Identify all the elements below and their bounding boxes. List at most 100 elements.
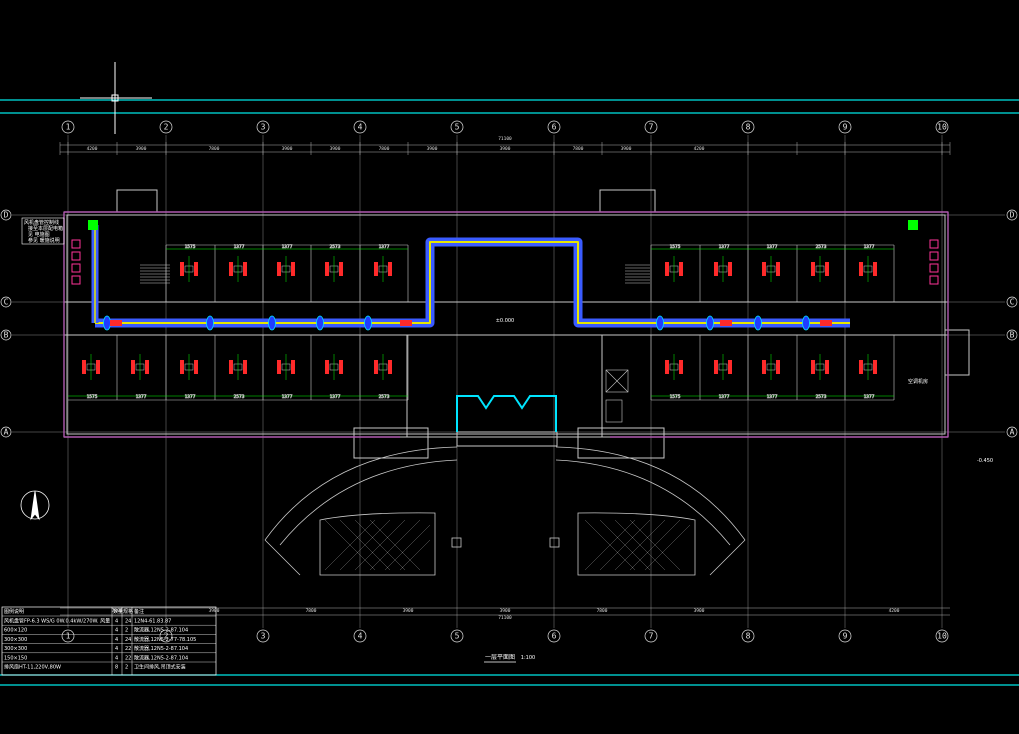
supply-duct <box>91 225 850 328</box>
svg-text:9: 9 <box>843 123 848 132</box>
fan-coil-unit <box>277 256 295 282</box>
svg-text:5: 5 <box>455 632 460 641</box>
fan-coil-unit <box>811 354 829 380</box>
axis-bubble-5-bottom: 5 <box>450 629 464 643</box>
svg-text:7: 7 <box>649 632 654 641</box>
dim-total-top: 71100 <box>498 136 512 142</box>
room-dim: 1377 <box>330 394 341 400</box>
room-dim: 2573 <box>330 244 341 250</box>
legend-cell: 2 <box>125 628 128 634</box>
fan-coil-unit <box>325 256 343 282</box>
dim-bottom: 3900 <box>500 608 511 614</box>
room-dim: 1377 <box>185 394 196 400</box>
fan-coil-unit <box>811 256 829 282</box>
duct-valve <box>364 315 372 331</box>
legend-cell: 风机盘管FP-6.3 WS/G 0W.0.4kW/270W. 风量 <box>4 618 110 625</box>
axis-bubble-10-bottom: 10 <box>935 629 949 643</box>
fan-coil-unit <box>859 354 877 380</box>
legend-cell: 4 <box>115 628 118 634</box>
svg-text:1: 1 <box>66 632 71 641</box>
room-dim: 2573 <box>816 244 827 250</box>
room-dim: 1377 <box>379 244 390 250</box>
dim-top: 3900 <box>427 146 438 152</box>
plaza-planter-hatch <box>324 519 691 571</box>
partition-walls <box>63 211 949 438</box>
note-line-2: 接至本层配电箱 <box>28 225 63 232</box>
svg-text:4: 4 <box>358 632 363 641</box>
fan-coil-unit <box>180 354 198 380</box>
svg-text:8: 8 <box>746 123 751 132</box>
room-dim: 1377 <box>719 394 730 400</box>
legend-header-name: 图例说明 <box>4 608 24 615</box>
elevator-shaft <box>605 369 629 423</box>
duct-valve <box>754 315 762 331</box>
axis-bubble-B-right: B <box>1006 329 1018 341</box>
duct-valves <box>103 315 810 331</box>
dim-top: 7800 <box>379 146 390 152</box>
legend-cell: 4 <box>115 619 118 625</box>
svg-text:D: D <box>1010 211 1015 220</box>
axis-bubble-3-top: 3 <box>256 120 270 134</box>
legend-cell: 12N4-61.83.87 <box>134 619 171 625</box>
legend-cell: 散流器,12N5-2-87.104 <box>134 645 188 652</box>
note-line-1: 风机盘管控制线 <box>24 219 59 226</box>
room-dim: 2573 <box>379 394 390 400</box>
axis-bubble-A-left: A <box>0 426 12 438</box>
axis-bubble-D-right: D <box>1006 209 1018 221</box>
axis-bubble-7-top: 7 <box>644 120 658 134</box>
svg-text:D: D <box>4 211 9 220</box>
room-dim: 2573 <box>234 394 245 400</box>
svg-text:C: C <box>4 298 9 307</box>
front-plaza <box>264 446 746 576</box>
legend-cell: 散流器,12N5-2-77-78.105 <box>134 636 196 643</box>
fan-coil-unit <box>325 354 343 380</box>
axis-bubble-8-bottom: 8 <box>741 629 755 643</box>
note-line-3: 见 电施图 <box>28 231 50 238</box>
axis-bubble-4-top: 4 <box>353 120 367 134</box>
dim-bottom: 7800 <box>597 608 608 614</box>
svg-text:7: 7 <box>649 123 654 132</box>
fan-coil-unit <box>762 354 780 380</box>
duct-valve <box>206 315 214 331</box>
svg-text:10: 10 <box>937 632 947 641</box>
fan-coil-unit <box>665 256 683 282</box>
main-entrance <box>456 395 557 432</box>
fan-coil-unit <box>665 354 683 380</box>
svg-text:5: 5 <box>455 123 460 132</box>
toilet-right <box>929 239 939 285</box>
dim-top: 3900 <box>330 146 341 152</box>
duct-dampers <box>110 320 832 326</box>
svg-text:6: 6 <box>552 632 557 641</box>
dim-bottom: 3900 <box>694 608 705 614</box>
axis-bubble-10-top: 10 <box>935 120 949 134</box>
equipment-room-label: 空调机房 <box>908 378 928 385</box>
fan-coil-unit <box>131 354 149 380</box>
north-arrow-icon <box>20 490 50 521</box>
axis-bubble-4-bottom: 4 <box>353 629 367 643</box>
room-dim: 1377 <box>767 394 778 400</box>
duct-valve <box>268 315 276 331</box>
axis-bubble-A-right: A <box>1006 426 1018 438</box>
fan-coil-unit <box>180 256 198 282</box>
fan-coil-unit <box>229 354 247 380</box>
room-dim: 1377 <box>234 244 245 250</box>
crosshair-cursor-icon <box>80 62 152 134</box>
svg-text:C: C <box>1010 298 1015 307</box>
axis-bubble-9-top: 9 <box>838 120 852 134</box>
toilet-left <box>71 239 81 285</box>
stairs-right <box>625 264 650 284</box>
dim-bottom: 4200 <box>889 608 900 614</box>
axis-bubble-7-bottom: 7 <box>644 629 658 643</box>
axis-bubble-2-bottom: 2 <box>159 629 173 643</box>
legend-cell: 24 <box>125 619 131 625</box>
svg-text:10: 10 <box>937 123 947 132</box>
room-dim: 1377 <box>864 394 875 400</box>
fan-coil-unit <box>762 256 780 282</box>
legend-cell: 22 <box>125 646 131 652</box>
dim-top: 4200 <box>87 146 98 152</box>
legend-cell: 散流器,12N5-2-87.104 <box>134 627 188 634</box>
fan-coil-unit <box>229 256 247 282</box>
svg-text:2: 2 <box>164 632 169 641</box>
